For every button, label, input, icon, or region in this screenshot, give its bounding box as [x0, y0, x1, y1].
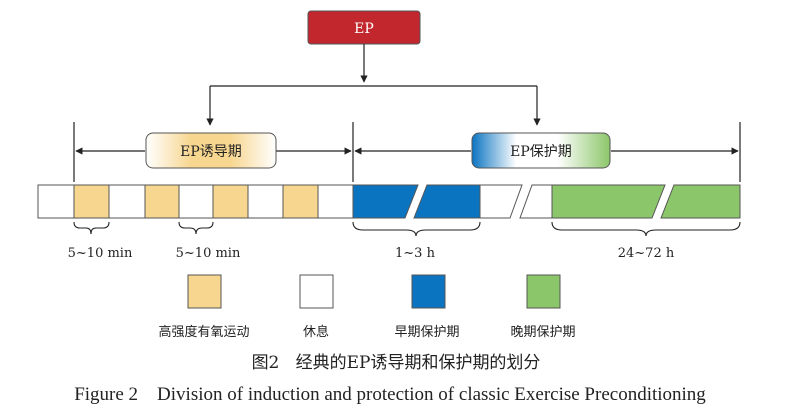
segment-late-1 [551, 184, 666, 219]
legend-item-late: 晚期保护期 [510, 274, 576, 340]
legend-item-rest: 休息 [299, 274, 334, 340]
brace-exercise [73, 221, 110, 235]
segment-exercise-4 [282, 184, 319, 219]
legend-swatch-early [411, 274, 446, 309]
ep-connector [206, 44, 541, 126]
caption-english: Figure 2 Division of induction and prote… [74, 384, 706, 405]
legend: 高强度有氧运动 休息 早期保护期 晚期保护期 [158, 274, 576, 340]
legend-item-early: 早期保护期 [394, 274, 460, 340]
legend-swatch-late [526, 274, 561, 309]
phase-boundaries [73, 122, 741, 182]
segment-exercise-1 [73, 184, 110, 219]
segment-early-1 [352, 184, 419, 219]
brace-late [551, 221, 741, 237]
segment-rest-initial [37, 184, 75, 219]
induction-phase-label: EP诱导期 [180, 144, 242, 160]
ep-box: EP [307, 10, 421, 45]
legend-label-early: 早期保护期 [394, 325, 459, 340]
timeline-bar [37, 184, 741, 219]
legend-swatch-exercise [187, 274, 222, 309]
segment-rest-3 [247, 184, 284, 219]
legend-label-rest: 休息 [303, 324, 329, 340]
segment-rest-4 [317, 184, 354, 219]
duration-rest-label: 5~10 min [176, 246, 241, 261]
segment-exercise-2 [144, 184, 180, 219]
ep-box-label: EP [354, 21, 374, 37]
protection-phase-label: EP保护期 [510, 144, 572, 160]
segment-exercise-3 [212, 184, 249, 219]
duration-early-label: 1~3 h [395, 246, 436, 261]
protection-phase-box: EP保护期 [471, 132, 611, 169]
duration-exercise-label: 5~10 min [68, 246, 133, 261]
duration-braces [73, 221, 741, 237]
segment-late-2 [660, 184, 741, 219]
segment-early-2 [413, 184, 481, 219]
induction-phase-box: EP诱导期 [145, 132, 277, 169]
legend-label-exercise: 高强度有氧运动 [158, 324, 249, 340]
legend-item-exercise: 高强度有氧运动 [158, 274, 250, 340]
duration-late-label: 24~72 h [618, 246, 675, 261]
segment-rest-2 [178, 184, 214, 219]
segment-rest-1 [108, 184, 146, 219]
caption-chinese: 图2 经典的EP诱导期和保护期的划分 [252, 353, 541, 373]
brace-early [352, 221, 481, 237]
legend-swatch-rest [299, 274, 334, 309]
segment-gap-white-1 [479, 184, 523, 219]
brace-rest [178, 221, 214, 235]
segment-gap-white-2 [519, 184, 553, 219]
legend-label-late: 晚期保护期 [510, 325, 575, 340]
